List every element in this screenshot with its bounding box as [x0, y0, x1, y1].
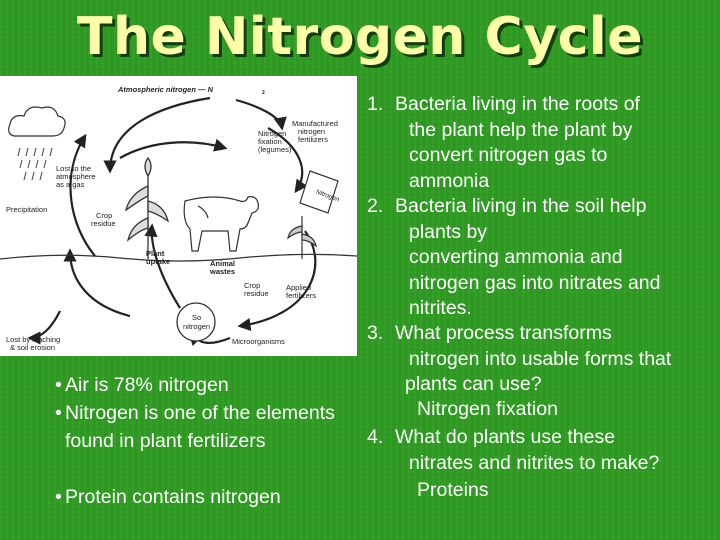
svg-text:2: 2	[262, 90, 265, 96]
question-3: 3.What process transforms nitrogen into …	[367, 321, 671, 398]
cloud-icon	[9, 107, 65, 136]
lost-by-leaching-label: Lost by leaching& soil erosion	[6, 335, 60, 352]
answer-nitrogen-fixation: Nitrogen fixation	[417, 397, 558, 422]
question-2: 2.Bacteria living in the soil help plant…	[367, 194, 661, 322]
microorganisms-label: Microorganisms	[232, 337, 285, 346]
bullet-item: •Air is 78% nitrogen	[55, 371, 355, 399]
bullet-item: •Nitrogen is one of the elements found i…	[55, 399, 355, 455]
rain-icon	[18, 148, 52, 180]
ground-line	[0, 254, 357, 261]
cow-icon	[184, 197, 258, 251]
svg-text:Atmospheric nitrogen — N: Atmospheric nitrogen — N	[117, 85, 214, 94]
fertilizer-bag-icon: Nitrogen	[300, 171, 341, 213]
question-1: 1.Bacteria living in the roots of the pl…	[367, 92, 640, 194]
small-plant-icon	[288, 216, 316, 259]
answer-proteins: Proteins	[417, 478, 489, 503]
corn-plant-icon	[126, 158, 168, 259]
atmospheric-nitrogen-label: Atmospheric nitrogen — N 2	[117, 85, 265, 96]
nitrogen-cycle-diagram: Atmospheric nitrogen — N 2	[0, 76, 357, 356]
bullet-item: •Protein contains nitrogen	[55, 483, 355, 511]
precipitation-label: Precipitation	[6, 205, 47, 214]
slide-title: The Nitrogen Cycle	[0, 4, 720, 70]
question-4: 4.What do plants use these nitrates and …	[367, 425, 659, 476]
